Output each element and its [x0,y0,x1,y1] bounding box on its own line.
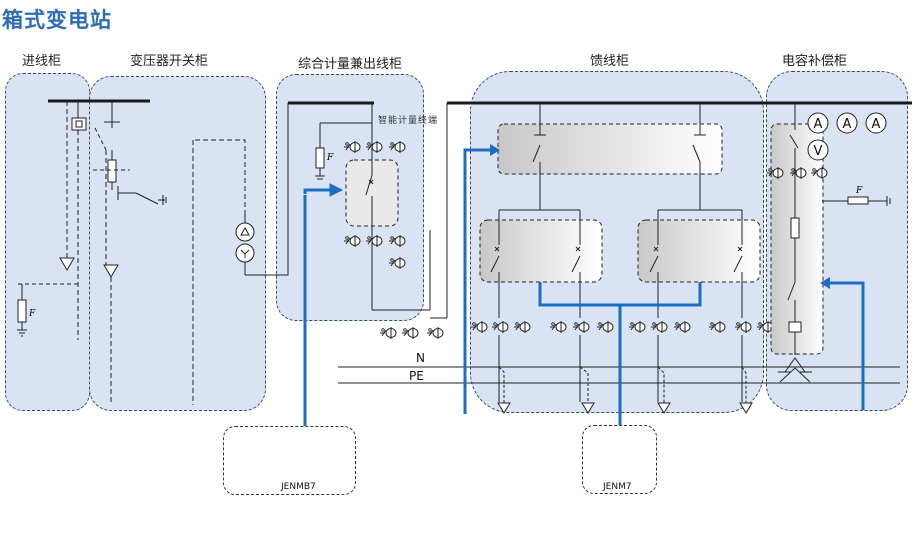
panel-transformer-switch [89,76,266,411]
label-incoming: 进线柜 [22,54,62,69]
metering-breaker-row-1 [343,140,406,154]
fuse-label-1: F [28,309,36,319]
ammeter-3-symbol: A [872,117,881,132]
ammeter-2-symbol: A [843,117,852,132]
voltmeter-symbol: V [814,144,823,159]
incoming-circuit [17,101,87,340]
ammeters [807,112,887,161]
pe-line-label: PE [409,369,424,383]
outgoing-breakers [379,326,444,340]
metering-circuit [303,103,431,311]
product-box-jenmb7 [223,426,356,495]
fuse-label-3: F [855,186,863,196]
feeder-breakers [470,320,774,334]
fuse-label-2: F [326,153,334,163]
label-capacitor: 电容补偿柜 [782,54,848,69]
outgoing-feeders [430,103,448,319]
transformer-switch-circuit [93,101,289,405]
capacitor-circuit [770,103,891,383]
link-arrow-capacitor [820,277,830,289]
label-metering-outgoing: 综合计量兼出线柜 [298,57,403,72]
feeder-circuit [479,103,761,414]
metering-breaker-extra [388,256,406,270]
ammeter-1-symbol: A [814,117,823,132]
link-arrow-feeder [490,144,500,156]
smart-meter-terminal-label: 智能计量终端 [378,116,439,126]
product-box-jenm7 [582,425,657,494]
product-links [303,148,865,426]
metering-breaker-row-2 [343,234,406,248]
label-transformer-switch: 变压器开关柜 [130,54,209,69]
product-model-jenm7: JENM7 [603,482,632,492]
page-title: 箱式变电站 [2,8,112,32]
neutral-line-label: N [416,351,425,365]
product-model-jenmb7: JENMB7 [281,482,316,492]
label-feeder: 馈线柜 [590,54,630,69]
